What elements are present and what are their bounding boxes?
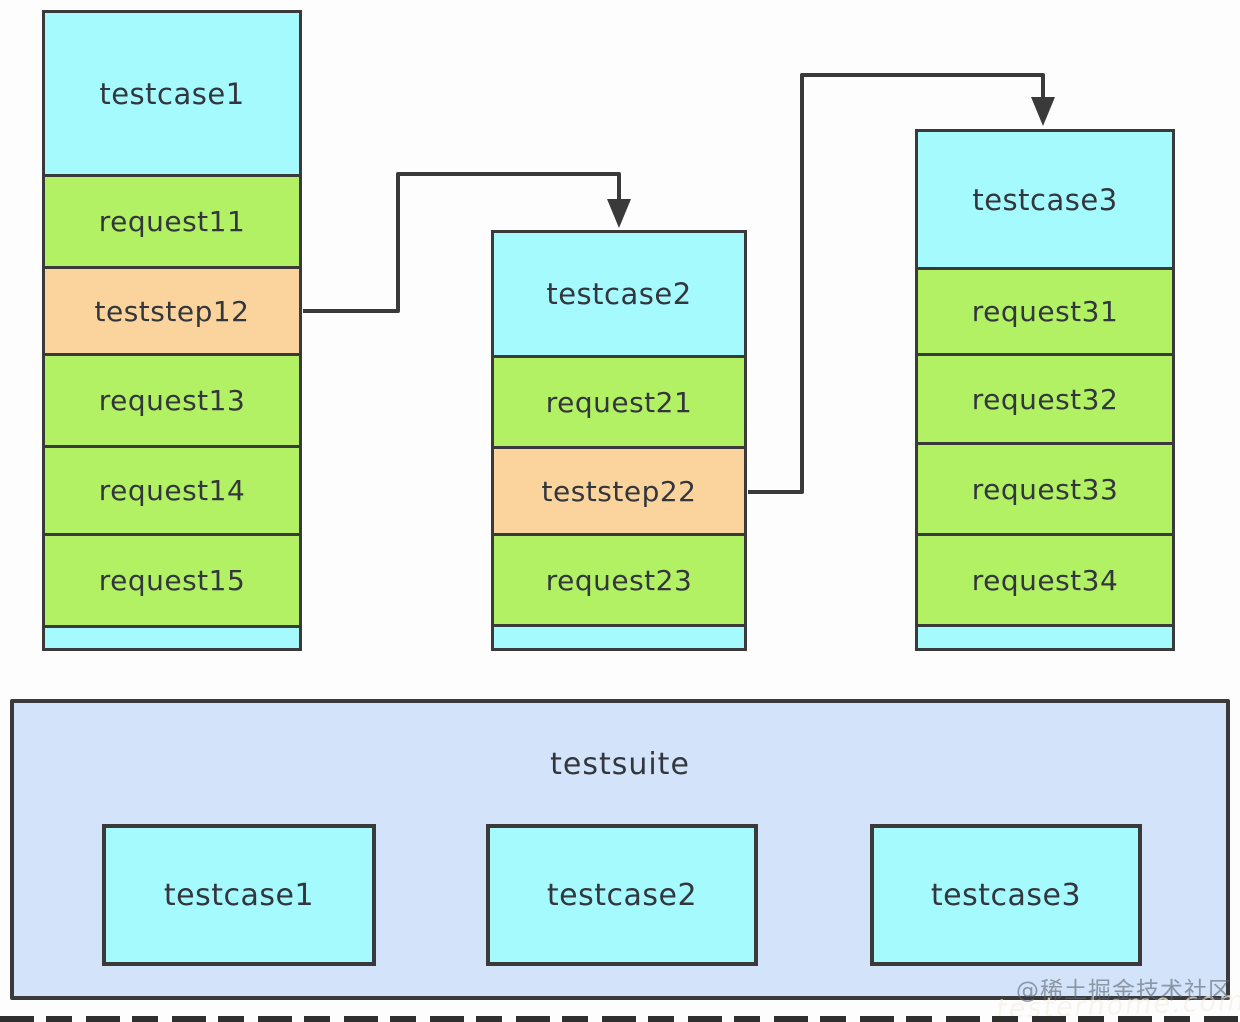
request34-label: request34 [971,563,1119,597]
request14-cell: request14 [45,445,299,533]
request34-cell: request34 [918,533,1172,624]
suite-testcase2-label: testcase2 [546,877,698,913]
suite-testcase1-label: testcase1 [163,877,315,913]
request15-cell: request15 [45,533,299,625]
request32-cell: request32 [918,353,1172,442]
bottom-cutoff-dashes [0,1016,1240,1022]
request11-label: request11 [98,205,246,238]
testcase3-stack: testcase3 request31 request32 request33 … [915,129,1175,651]
request15-label: request15 [98,564,246,597]
watermark-community: @稀土掘金技术社区 [1016,978,1232,1004]
request23-cell: request23 [494,533,744,624]
request33-cell: request33 [918,442,1172,533]
teststep12-cell: teststep12 [45,266,299,353]
request11-cell: request11 [45,174,299,266]
teststep22-label: teststep22 [541,474,697,508]
testcase3-title: testcase3 [972,182,1118,217]
request31-cell: request31 [918,267,1172,353]
testcase3-footer-strip [918,624,1172,648]
arrowhead [607,199,631,228]
testcase2-stack: testcase2 request21 teststep22 request23 [491,230,747,651]
request32-label: request32 [971,382,1119,416]
arrowhead [1031,97,1055,126]
teststep12-label: teststep12 [94,294,250,328]
request31-label: request31 [971,295,1119,328]
testcase3-header: testcase3 [918,132,1172,267]
request23-label: request23 [545,563,693,597]
suite-testcase3-box: testcase3 [870,824,1142,966]
request21-label: request21 [545,385,693,419]
request33-label: request33 [971,472,1119,506]
testcase2-header: testcase2 [494,233,744,355]
testcase1-stack: testcase1 request11 teststep12 request13… [42,10,302,651]
testcase2-title: testcase2 [546,277,692,311]
testsuite-title: testsuite [550,747,690,782]
suite-testcase1-box: testcase1 [102,824,376,966]
teststep22-cell: teststep22 [494,446,744,533]
testcase1-title: testcase1 [99,76,245,111]
suite-testcase2-box: testcase2 [486,824,758,966]
request14-label: request14 [98,474,246,507]
testcase2-footer-strip [494,624,744,648]
request21-cell: request21 [494,355,744,446]
testcase1-header: testcase1 [45,13,299,174]
suite-testcase3-label: testcase3 [930,877,1082,913]
request13-cell: request13 [45,353,299,445]
request13-label: request13 [98,384,246,417]
testcase1-footer-strip [45,625,299,648]
